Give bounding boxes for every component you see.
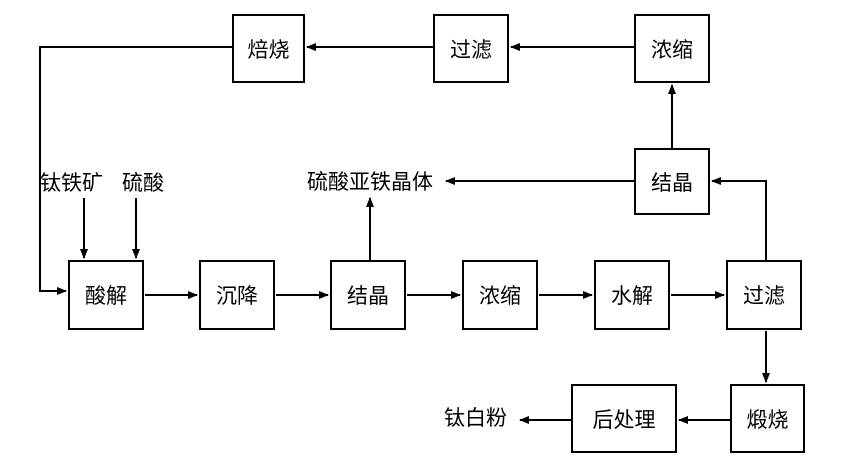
node-jiejing: 结晶: [330, 260, 406, 330]
node-beishao: 焙烧: [232, 14, 305, 83]
label-titanium-white: 钛白粉: [444, 406, 507, 430]
node-guolv: 过滤: [726, 260, 802, 330]
node-guolv-top: 过滤: [433, 14, 509, 83]
node-nongsuo-top: 浓缩: [634, 14, 710, 83]
label-liusuan: 硫酸: [122, 171, 164, 195]
label-taitiekuang: 钛铁矿: [40, 171, 103, 195]
node-houchuli: 后处理: [571, 384, 677, 453]
arrow-beishao-to-suanjie: [39, 46, 232, 295]
node-suanjie: 酸解: [68, 260, 144, 330]
node-nongsuo: 浓缩: [462, 260, 538, 330]
node-duanshao: 煅烧: [730, 384, 805, 453]
node-jiejing-mid: 结晶: [634, 148, 710, 215]
arrow-guolv-to-jiejing-mid: [711, 177, 767, 260]
node-shuijie: 水解: [594, 260, 670, 330]
node-chenjiang: 沉降: [199, 260, 275, 330]
label-ferrous-sulfate-crystal: 硫酸亚铁晶体: [307, 170, 433, 194]
